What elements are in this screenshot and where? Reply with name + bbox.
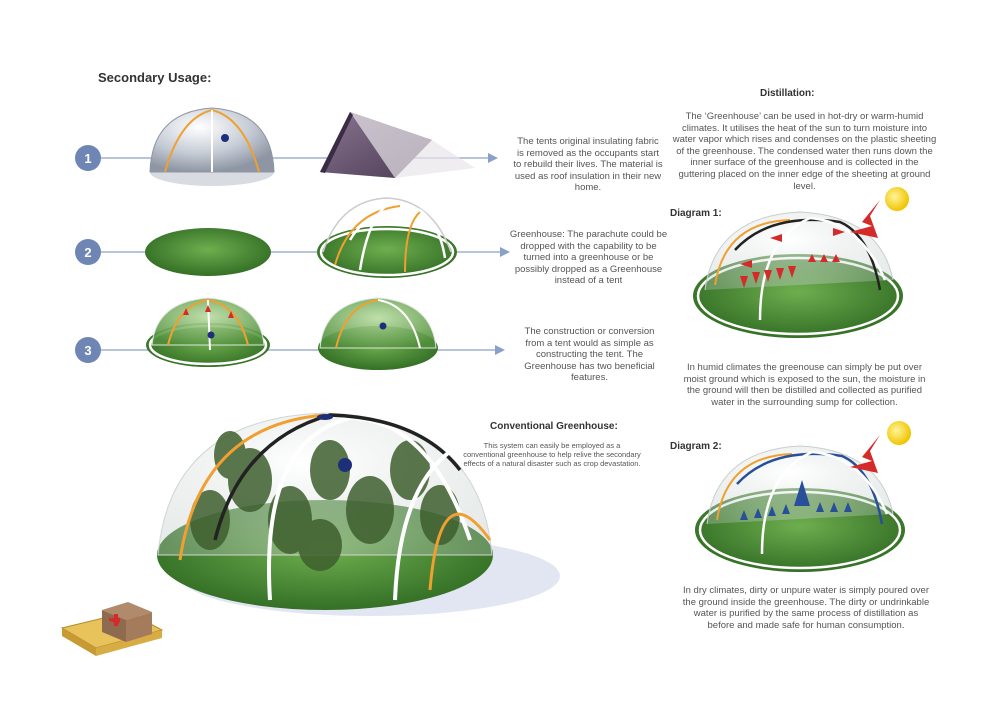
sun-icon [887,421,911,445]
diagram1-heading: Diagram 1: [670,208,722,219]
diagram2-sun-arrow [850,435,880,473]
diagram1-illustration [693,187,909,338]
green-dome-illustration-a [146,297,270,367]
secondary-usage-heading: Secondary Usage: [98,70,212,85]
roof-insulation-illustration [320,112,475,178]
diagram1-sun-arrow [850,200,880,238]
silver-tent-illustration [149,107,275,186]
diagram2-heading: Diagram 2: [670,441,722,452]
greenhouse-frame-illustration [317,197,457,278]
distillation-description: The ‘Greenhouse’ can be used in hot-dry … [672,111,937,192]
step1-description: The tents original insulating fabric is … [513,136,663,194]
connector-arrowheads [488,153,510,355]
conventional-greenhouse-heading: Conventional Greenhouse: [490,421,618,432]
step-number-2: 2 [75,239,101,265]
step3-description: The construction or conversion from a te… [524,326,655,384]
conventional-greenhouse-illustration [157,412,560,616]
step-number-3: 3 [75,337,101,363]
grass-disc-illustration [145,228,271,276]
green-dome-illustration-b [318,297,438,370]
conventional-greenhouse-description: This system can easily be employed as a … [463,441,641,468]
diagram2-description: In dry climates, dirty or unpure water i… [682,585,930,631]
diagram1-description: In humid climates the greenouse can simp… [683,362,926,408]
diagram2-illustration [695,421,911,572]
step2-description: Greenhouse: The parachute could be dropp… [509,229,668,287]
sun-icon [885,187,909,211]
distillation-heading: Distillation: [760,88,815,99]
aid-pallet-illustration [60,602,164,656]
step-number-1: 1 [75,145,101,171]
